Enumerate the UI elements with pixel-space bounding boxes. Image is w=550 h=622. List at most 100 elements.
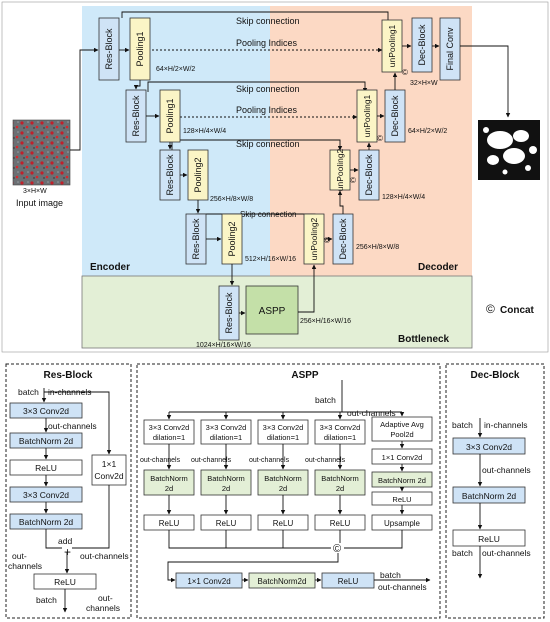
aspp-conv-b4 (314, 419, 366, 445)
dim-e3: 256×H/8×W/8 (210, 196, 253, 203)
aspp-relu-b1-label: ReLU (159, 519, 180, 528)
rb-bn2-label: BatchNorm 2d (19, 517, 74, 527)
dec-block-panel-title: Dec-Block (471, 370, 520, 381)
rb-conv1-label: 3×3 Conv2d (23, 406, 69, 416)
skip-label-3: Skip connection (236, 139, 300, 149)
dec-block-d3-label: Dec-Block (364, 154, 374, 196)
bottleneck-label: Bottleneck (398, 334, 450, 345)
aspp-out-channels-out: out-channels (378, 582, 427, 592)
rb-shortcut-l2: Conv2d (94, 471, 124, 481)
dim-d1: 32×H×W (410, 80, 438, 87)
db-relu-label: ReLU (478, 534, 500, 544)
aspp-conv-b4-l1: 3×3 Conv2d (320, 423, 361, 432)
dim-e2: 128×H/4×W/4 (183, 128, 226, 135)
aspp-bn-b1-l2: 2d (165, 484, 173, 493)
aspp-conv-b1-l2: dilation=1 (153, 433, 185, 442)
res-block-e1-label: Res-Block (104, 28, 114, 70)
skip-label-4: Skip connection (240, 210, 296, 219)
rb-out2-l1: out- (98, 593, 113, 603)
aspp-final-conv-label: 1×1 Conv2d (187, 577, 230, 586)
pool-idx-label-1: Pooling Indices (236, 38, 298, 48)
res-block-e1 (98, 17, 120, 81)
aspp-final-relu (321, 572, 375, 589)
aspp-relu-b3-label: ReLU (273, 519, 294, 528)
dim-d4: 256×H/8×W/8 (356, 244, 399, 251)
skip-label-2: Skip connection (236, 84, 300, 94)
rb-out2-l2: channels (86, 603, 120, 613)
concat-d2: © (377, 134, 383, 143)
aspp-adaptive-l2: Pool2d (390, 430, 413, 439)
aspp-conv-b4-l2: dilation=1 (324, 433, 356, 442)
dim-d2: 64×H/2×W/2 (408, 128, 447, 135)
pooling2-e3-label: Pooling2 (193, 157, 203, 192)
final-conv-label: Final Conv (445, 27, 455, 71)
res-block-b-label: Res-Block (224, 292, 234, 334)
dim-e4: 512×H/16×W/16 (245, 256, 296, 263)
aspp-panel: ASPP batch out-channels 3×3 Conv2d dilat… (136, 363, 441, 619)
skip-label-1: Skip connection (236, 16, 300, 26)
db-batch: batch (452, 420, 473, 430)
aspp-conv-b2-l2: dilation=1 (210, 433, 242, 442)
dec-block-d2-label: Dec-Block (390, 95, 400, 137)
pooling-indices (152, 47, 383, 120)
db-out-channels: out-channels (482, 465, 531, 475)
aspp-upsample-label: Upsample (384, 519, 421, 528)
dec-block-d1-label: Dec-Block (417, 24, 427, 66)
db-conv-label: 3×3 Conv2d (466, 442, 512, 452)
dec-block-panel: Dec-Block batch in-channels 3×3 Conv2d o… (445, 363, 545, 619)
rb-arrows (41, 388, 112, 613)
db-bn-label: BatchNorm 2d (462, 491, 517, 501)
aspp-relu-pool-label: ReLU (392, 495, 411, 504)
output-mask (478, 120, 540, 180)
aspp-adaptive-pool (371, 416, 433, 442)
aspp-final-conv (175, 572, 243, 589)
concat-d3: © (350, 176, 356, 185)
aspp-conv-b2-l1: 3×3 Conv2d (206, 423, 247, 432)
dim-b: 1024×H/16×W/16 (196, 342, 251, 349)
flow-arrows (70, 43, 511, 316)
db-conv (452, 437, 526, 455)
architecture-overview: Encoder Decoder Bottleneck © Concat 3×H×… (1, 1, 549, 353)
db-batch-out: batch (452, 548, 473, 558)
aspp-adaptive-l1: Adaptive Avg (380, 420, 424, 429)
concat-d1: © (402, 68, 408, 77)
aspp-oc-2: out-channels (191, 457, 232, 464)
aspp-block (245, 285, 299, 335)
aspp-relu-b4-label: ReLU (330, 519, 351, 528)
concat-symbol: © (486, 302, 495, 316)
aspp-out-channels: out-channels (347, 408, 396, 418)
dec-block-d4-label: Dec-Block (338, 218, 348, 260)
pooling1-e2-label: Pooling1 (165, 98, 175, 133)
aspp-batch: batch (315, 395, 336, 405)
rb-out-l1: out- (12, 551, 27, 561)
decoder-label: Decoder (418, 262, 458, 273)
concat-label: Concat (500, 305, 535, 316)
input-dim: 3×H×W (23, 188, 47, 195)
input-image (12, 119, 71, 186)
pooling1-e1-label: Pooling1 (135, 31, 145, 66)
aspp-bn-b1-l1: BatchNorm (150, 474, 188, 483)
rb-conv2-label: 3×3 Conv2d (23, 490, 69, 500)
db-bn (452, 486, 526, 504)
aspp-relu-b2-label: ReLU (216, 519, 237, 528)
aspp-bn-b2 (200, 469, 252, 496)
rb-batch: batch (18, 387, 39, 397)
rb-shortcut (91, 454, 127, 486)
input-label: Input image (16, 198, 63, 208)
aspp-bn-b3-l2: 2d (279, 484, 287, 493)
aspp-panel-title: ASPP (291, 370, 319, 381)
aspp-oc-3: out-channels (249, 457, 290, 464)
dim-e1: 64×H/2×W/2 (156, 66, 195, 73)
encoder-label: Encoder (90, 262, 130, 273)
res-block-panel: Res-Block batch in-channels 3×3 Conv2d o… (5, 363, 132, 619)
rb-out-r: out-channels (80, 551, 129, 561)
unpooling2-d4-label: unPooling2 (309, 217, 319, 260)
dim-b-out: 256×H/16×W/16 (300, 318, 351, 325)
rb-plus: + (64, 545, 71, 559)
aspp-bn-b2-l1: BatchNorm (207, 474, 245, 483)
aspp-bn-b2-l2: 2d (222, 484, 230, 493)
aspp-batch-out: batch (380, 570, 401, 580)
aspp-final-bn-label: BatchNorm2d (258, 577, 307, 586)
unpooling1-d2-label: unPooling1 (362, 94, 372, 137)
